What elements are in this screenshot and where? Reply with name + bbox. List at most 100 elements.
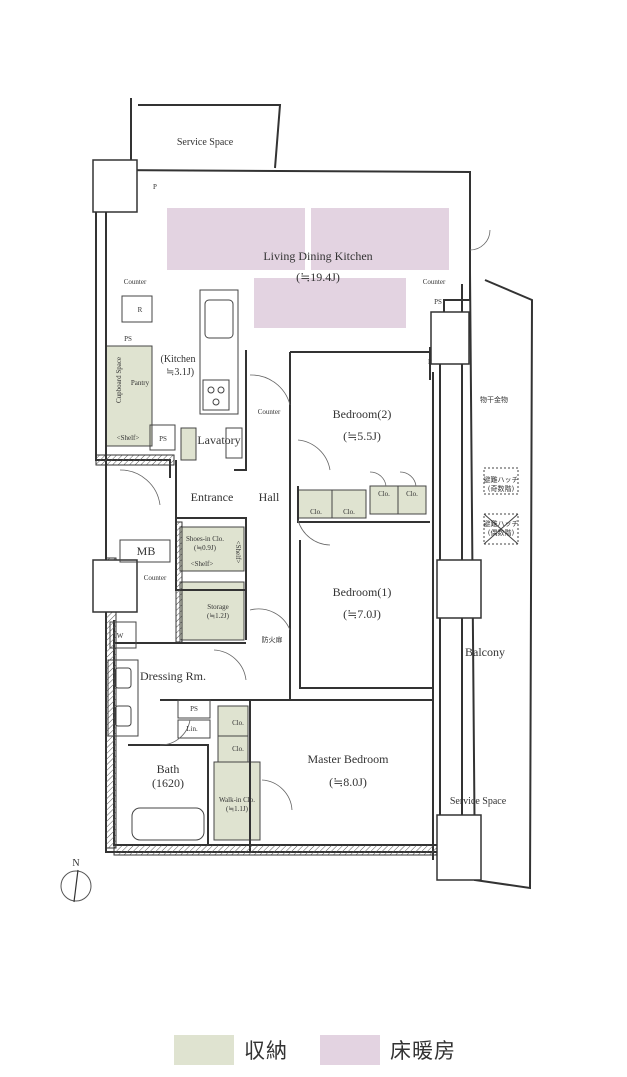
walk-in-closet: [213, 761, 261, 841]
legend-heating-swatch: [320, 1035, 380, 1065]
ps-dressing: [177, 699, 211, 719]
label-ldk-size: (≒19.4J): [296, 270, 340, 284]
label-hall: Hall: [259, 490, 280, 504]
closet-br2-b: [331, 489, 367, 519]
small-labels: P P Counter Counter Counter Counter R PS…: [72, 183, 518, 869]
kitchen-sink: [204, 299, 234, 339]
label-north: N: [72, 858, 79, 869]
legend-heating-label: 床暖房: [390, 1039, 456, 1063]
burner: [212, 398, 220, 406]
legend-storage-swatch: [174, 1035, 234, 1065]
wash-basin: [114, 667, 132, 689]
label-shoes-shelf-vertical: <Shelf>: [234, 541, 242, 564]
north-arrow: [60, 869, 92, 903]
closet-br1-b: [397, 485, 427, 515]
heating-area: [311, 208, 449, 270]
door-swing: [249, 374, 291, 406]
label-clo-f: Clo.: [232, 745, 244, 753]
ps-box: [149, 424, 176, 451]
label-storage: Storage: [207, 603, 228, 611]
column: [430, 311, 470, 365]
label-bedroom2-size: (≒5.5J): [343, 429, 381, 443]
hatched-walls: [95, 454, 441, 856]
label-ps-kitchen: PS: [124, 335, 132, 343]
washing-machine: [109, 621, 137, 649]
hatched-wall: [95, 454, 175, 466]
label-hatch-even: 避難ハッチ: [484, 519, 519, 528]
label-shoes-shelf: <Shelf>: [191, 560, 214, 568]
label-cupboard-space: Cupboard Space: [115, 357, 123, 403]
door-swing: [249, 608, 291, 631]
hatch-odd: [483, 467, 519, 495]
wash-basin: [114, 705, 132, 727]
door-swing: [261, 779, 293, 811]
label-master-bedroom-size: (≒8.0J): [329, 775, 367, 789]
label-counter-mb: Counter: [144, 574, 167, 582]
door-swing: [159, 719, 191, 746]
burner: [217, 386, 225, 394]
label-hatch-odd-sub: (奇数階): [488, 484, 515, 493]
bathtub: [131, 807, 205, 841]
label-clo-d: Clo.: [406, 490, 418, 498]
label-entrance: Entrance: [191, 490, 234, 504]
label-clo-c: Clo.: [378, 490, 390, 498]
legend-storage: 収納: [174, 1034, 288, 1066]
label-w: W: [117, 632, 124, 640]
label-walk-in: Walk-in Clo.: [219, 796, 255, 804]
column: [92, 559, 138, 613]
closet-br2-a: [297, 489, 333, 519]
column: [92, 159, 138, 213]
closet-br1-a: [369, 485, 399, 515]
storage-room: [179, 581, 245, 641]
refrigerator-space: [121, 295, 153, 323]
closet-master-b: [217, 735, 249, 763]
door-swing: [369, 471, 387, 487]
label-r: R: [138, 306, 143, 314]
label-balcony: Balcony: [465, 645, 505, 659]
label-walk-in-size: (≒1.1J): [226, 805, 249, 813]
label-master-bedroom: Master Bedroom: [308, 752, 390, 766]
label-p-top: P: [153, 183, 157, 191]
columns: [92, 159, 482, 881]
label-counter-right: Counter: [423, 278, 446, 286]
north-circle: [60, 870, 92, 902]
legend-floor-heating: 床暖房: [320, 1034, 456, 1066]
label-bath-size: (1620): [152, 776, 184, 790]
label-shoes-in: Shoes-in Clo.: [186, 535, 224, 543]
label-lavatory: Lavatory: [197, 433, 240, 447]
hatch-even: [483, 513, 519, 545]
hatched-wall: [113, 844, 441, 856]
toilet-tank: [225, 427, 243, 459]
legend-storage-label: 収納: [244, 1039, 288, 1063]
room-labels: Service Space Living Dining Kitchen (≒19…: [115, 137, 507, 813]
label-fire-door: 防火扉: [262, 635, 283, 644]
hatch-cross: [483, 513, 519, 545]
label-kitchen-size: ≒3.1J): [166, 367, 194, 378]
north-needle: [73, 869, 79, 903]
column: [436, 559, 482, 619]
label-lin: Lin.: [186, 725, 198, 733]
door-swing: [213, 649, 247, 681]
door-swing: [297, 439, 331, 471]
label-pantry-shelf: <Shelf>: [117, 434, 140, 442]
label-ps-right: PS: [434, 298, 442, 306]
fixtures: [107, 289, 519, 841]
kitchen-counter: [199, 289, 239, 415]
label-dressing: Dressing Rm.: [140, 669, 206, 683]
label-clo-e: Clo.: [232, 719, 244, 727]
label-laundry-hardware: 物干金物: [480, 395, 508, 404]
label-bedroom1: Bedroom(1): [333, 585, 392, 599]
pantry-storage: [105, 345, 153, 447]
hatched-wall: [105, 557, 117, 849]
lavatory-storage: [180, 427, 197, 461]
lin-shelf: [177, 719, 211, 739]
label-bedroom1-size: (≒7.0J): [343, 607, 381, 621]
door-swing: [119, 469, 161, 506]
mb-box: [119, 539, 171, 563]
door-swing: [399, 471, 417, 487]
door-swings: [119, 229, 491, 811]
label-mb: MB: [137, 544, 156, 558]
label-shoes-in-size: (≒0.9J): [194, 544, 217, 552]
label-counter-lav: Counter: [258, 408, 281, 416]
